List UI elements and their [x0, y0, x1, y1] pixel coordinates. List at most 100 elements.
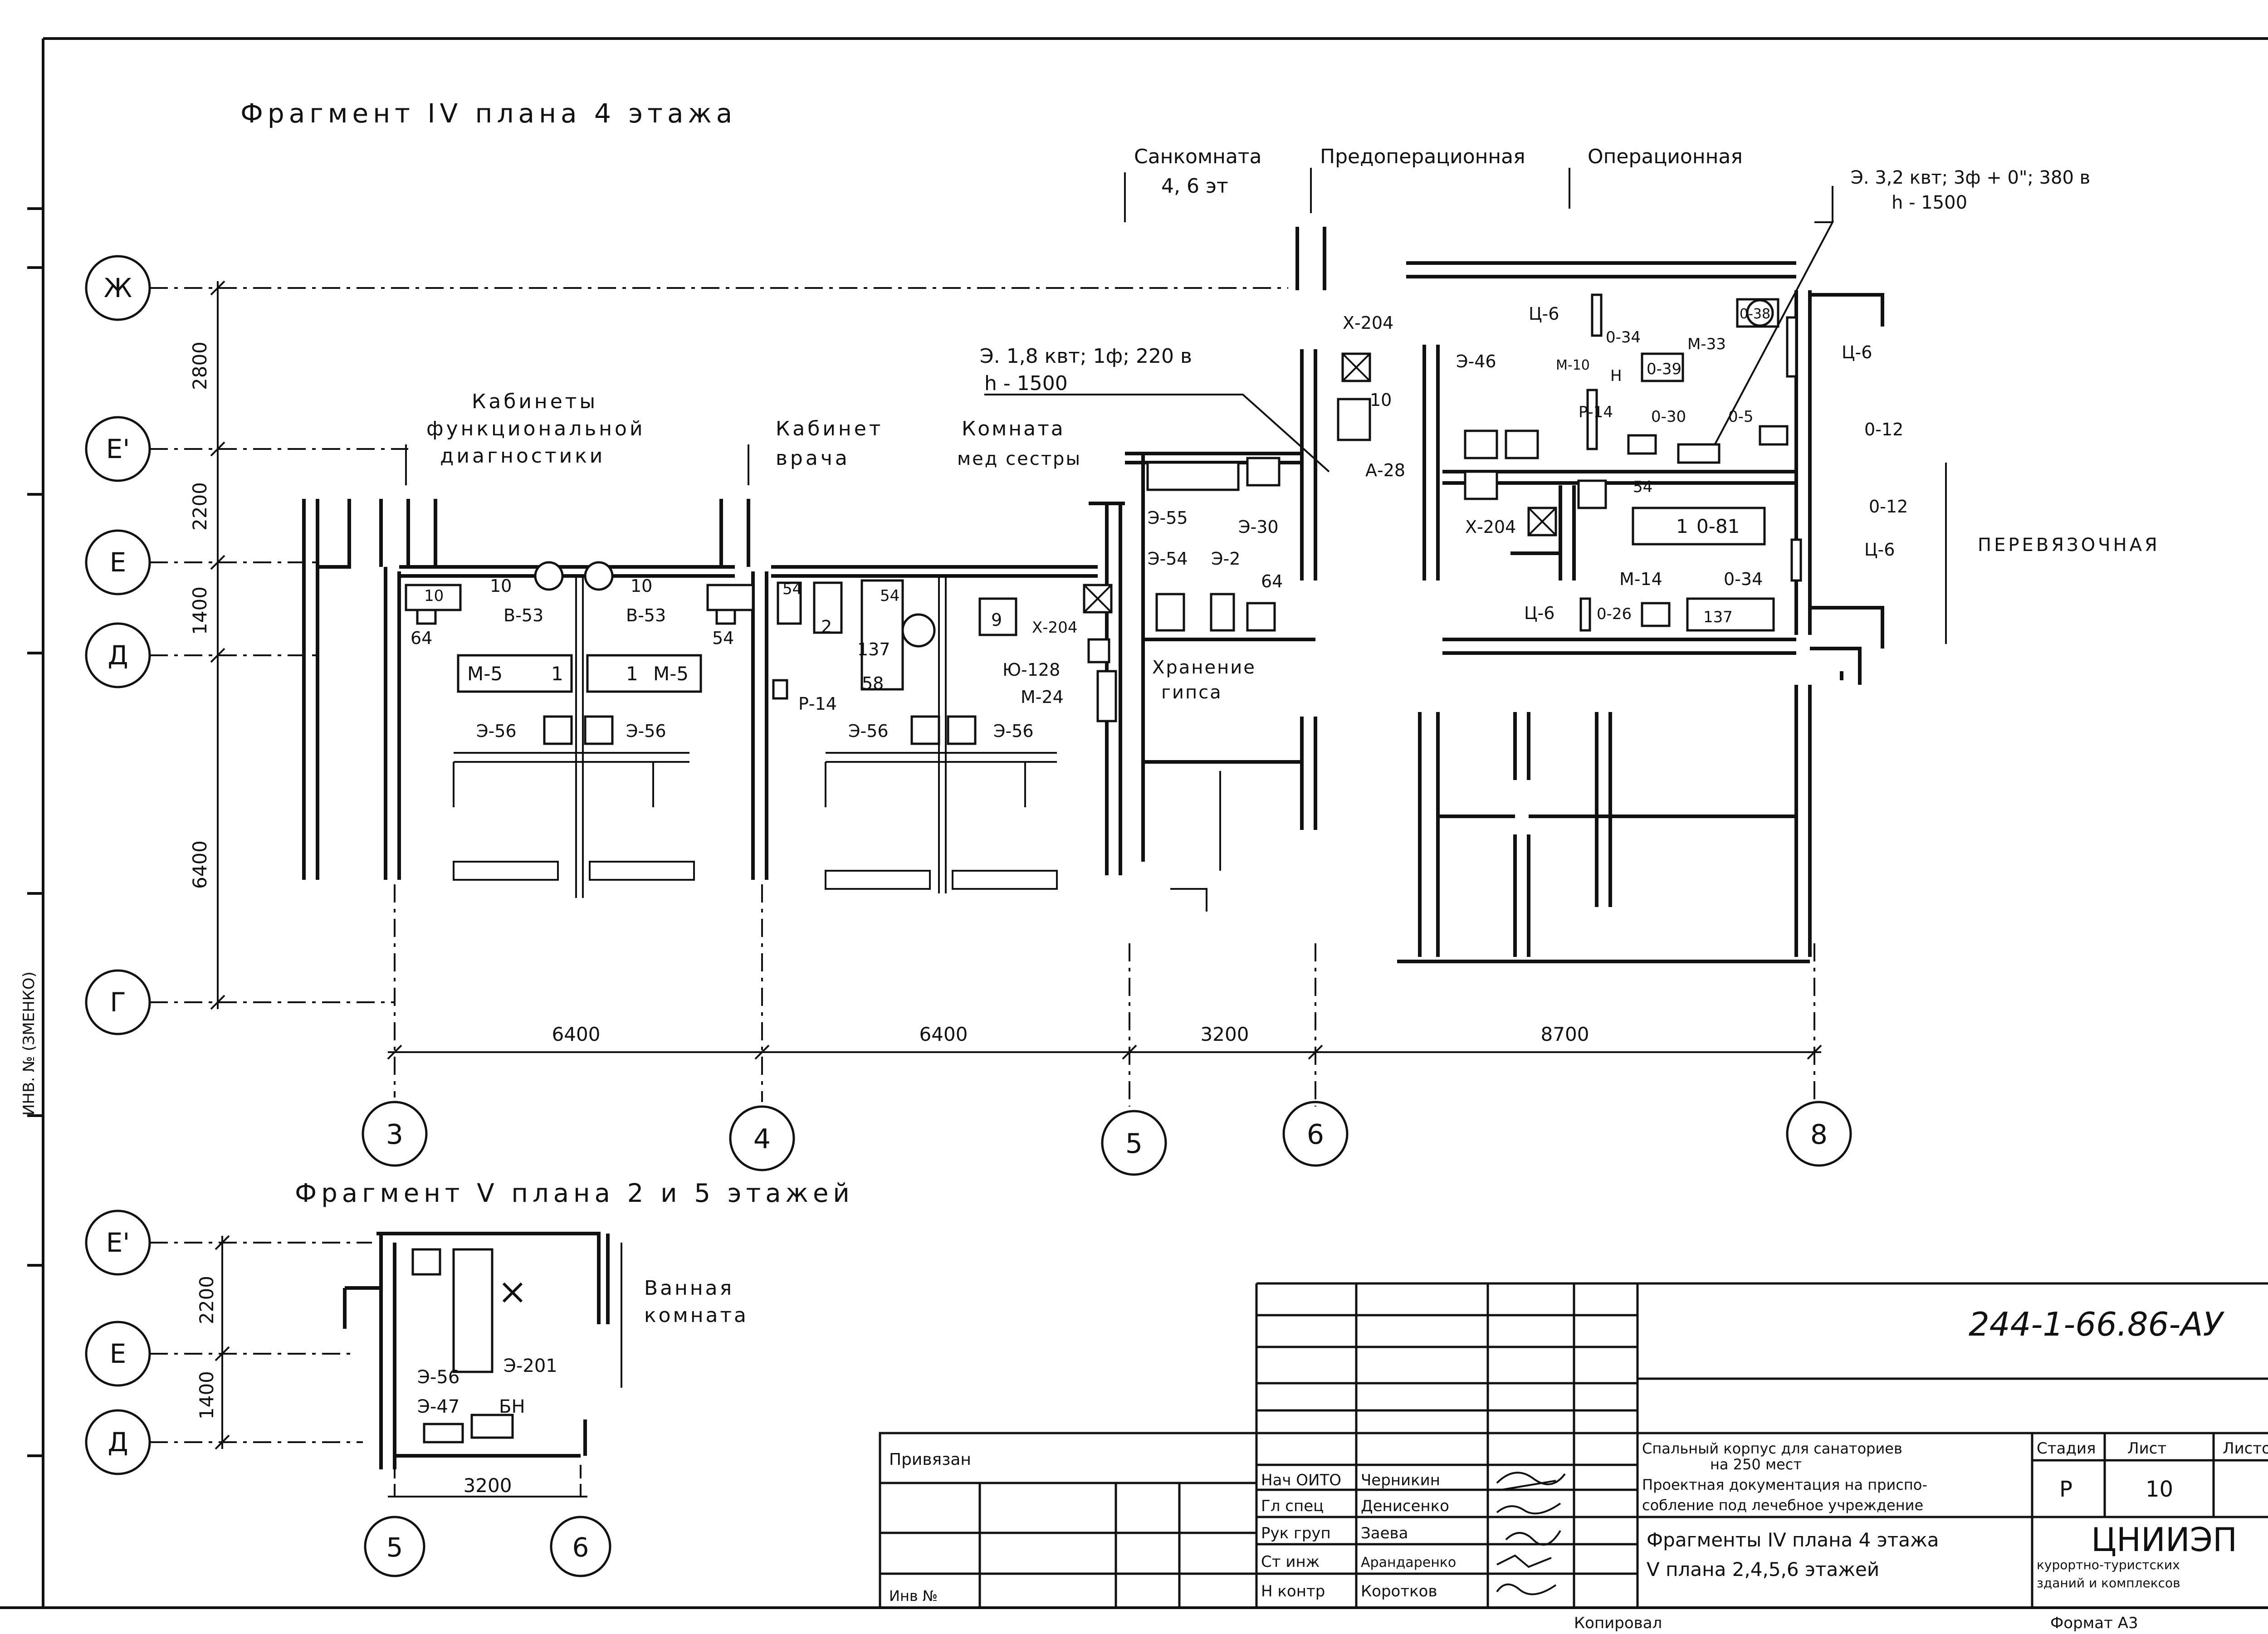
axis-row-e1: Е'	[106, 434, 130, 464]
org-name: ЦНИИЭП	[2091, 1521, 2237, 1559]
frag5-dimensions: 2200 1400 3200	[196, 1276, 512, 1497]
frag5-axis-d: Д	[108, 1427, 128, 1458]
frag5-dim-2200: 2200	[196, 1276, 218, 1324]
role-5: Н контр	[1261, 1582, 1325, 1600]
column-axes: 3 4 5 6 8	[362, 1101, 1852, 1176]
frag5-axis-5: 5	[386, 1532, 403, 1563]
room-vannaya-2: комната	[644, 1304, 748, 1327]
stage-value: Р	[2059, 1477, 2072, 1502]
frag5-axis-e1: Е'	[106, 1227, 130, 1258]
signatures	[1496, 1472, 1566, 1595]
room-gips-2: гипса	[1161, 682, 1222, 703]
room-vrach-2: врача	[776, 447, 850, 470]
frag4-title: Фрагмент IV плана 4 этажа	[240, 98, 737, 129]
eq-label: БН	[499, 1396, 525, 1417]
axis-col-8: 8	[1810, 1119, 1828, 1151]
room-preop: Предоперационная	[1320, 145, 1525, 168]
axis-row-zh: Ж	[104, 273, 132, 303]
sheet-value: 10	[2146, 1477, 2173, 1502]
power-note-1-line2: h - 1500	[984, 372, 1068, 395]
eq-label: Э-2	[1211, 549, 1240, 569]
eq-label: Р-14	[798, 694, 837, 714]
eq-label: Э-56	[993, 721, 1034, 741]
eq-label: Р-14	[1579, 403, 1613, 421]
dim-2800: 2800	[189, 341, 211, 390]
eq-label: М-5	[653, 663, 689, 685]
eq-label: 0-34	[1606, 328, 1641, 346]
equipment-labels: 10 64 В-53 10 В-53 10 54 М-5 1 1 М-5 Э-5…	[411, 304, 1908, 741]
frag5-col-axes: 5 6	[364, 1516, 611, 1577]
sheet-header: Лист	[2127, 1439, 2166, 1458]
eq-label: 10	[631, 576, 652, 596]
axis-col-3: 3	[386, 1119, 403, 1151]
plan-walls	[302, 227, 1884, 963]
eq-label: 1	[551, 663, 563, 685]
eq-label: 54	[712, 628, 734, 648]
eq-label: Э-56	[417, 1367, 459, 1388]
eq-label: Э-56	[476, 721, 517, 741]
eq-label: В-53	[626, 605, 666, 625]
eq-label: 0-12	[1864, 419, 1903, 439]
eq-label: 0-38	[1740, 306, 1770, 322]
eq-label: Х-204	[1343, 313, 1393, 333]
side-stamp: ИНВ. № (ЗМЕНКО)	[20, 971, 38, 1116]
eq-label: 64	[1261, 571, 1283, 591]
room-vannaya-1: Ванная	[644, 1277, 734, 1300]
frag5-dim-3200: 3200	[464, 1474, 512, 1497]
eq-label: Э-54	[1148, 549, 1188, 569]
format: Формат А3	[2050, 1614, 2138, 1632]
project-line-1: Спальный корпус для санаториев	[1642, 1440, 1902, 1457]
eq-label: 10	[1370, 390, 1392, 410]
room-labels: Санкомната 4, 6 эт Предоперационная Опер…	[405, 145, 2157, 703]
eq-label: Х-204	[1465, 517, 1516, 537]
eq-label: 54	[782, 580, 802, 598]
sheet-title-1: Фрагменты IV плана 4 этажа	[1647, 1529, 1939, 1551]
name-5: Коротков	[1361, 1582, 1437, 1600]
eq-label: Ц-6	[1529, 304, 1559, 324]
eq-label: 54	[1633, 478, 1652, 496]
org-sub-2: зданий и комплексов	[2037, 1575, 2180, 1590]
eq-label: Ц-6	[1524, 603, 1554, 623]
frag5-axis-6: 6	[572, 1532, 589, 1563]
name-3: Заева	[1361, 1524, 1408, 1542]
eq-label: Ю-128	[1002, 660, 1060, 680]
eq-label: 137	[857, 639, 890, 659]
dim-col-6400b: 6400	[919, 1023, 968, 1045]
axis-row-g: Г	[110, 987, 126, 1018]
equipment-symbols	[405, 293, 1802, 745]
eq-label: 10	[424, 587, 444, 605]
project-line-2: на 250 мест	[1710, 1456, 1802, 1473]
eq-label: Э-55	[1148, 508, 1188, 528]
power-note-2-line1: Э. 3,2 квт; 3ф + 0"; 380 в	[1851, 167, 2090, 188]
eq-label: Н	[1610, 367, 1622, 385]
frag5-axis-e: Е	[110, 1338, 127, 1369]
eq-label: 10	[490, 576, 512, 596]
frag5-title: Фрагмент V плана 2 и 5 этажей	[295, 1179, 854, 1208]
axis-row-d: Д	[108, 640, 128, 671]
eq-label: 9	[991, 610, 1002, 630]
privyazan: Привязан	[889, 1450, 971, 1469]
room-kabinety-2: функциональной	[426, 417, 645, 440]
frag5-walls	[343, 1232, 610, 1469]
frag5-row-axes: Е' Е Д	[85, 1210, 151, 1475]
row-axes: Ж Е' Е Д Г	[85, 255, 151, 1035]
power-note-1-line1: Э. 1,8 квт; 1ф; 220 в	[980, 345, 1192, 368]
eq-label: Х-204	[1032, 619, 1077, 637]
eq-label: 1	[1676, 515, 1688, 537]
room-medsestra-1: Комната	[962, 417, 1065, 440]
eq-label: Ц-6	[1842, 342, 1872, 362]
power-note-2-line2: h - 1500	[1892, 192, 1967, 213]
name-4: Арандаренко	[1361, 1555, 1456, 1571]
room-medsestra-2: мед сестры	[957, 449, 1081, 469]
eq-label: 0-81	[1696, 515, 1740, 537]
power-notes: Э. 1,8 квт; 1ф; 220 в h - 1500 Э. 3,2 кв…	[980, 167, 2090, 473]
eq-label: А-28	[1365, 460, 1405, 480]
dim-2200: 2200	[189, 482, 211, 531]
project-line-3: Проектная документация на приспо-	[1642, 1476, 1927, 1493]
stage-header: Стадия	[2037, 1439, 2096, 1458]
dim-col-3200: 3200	[1201, 1023, 1249, 1045]
name-2: Денисенко	[1361, 1497, 1449, 1515]
dim-1400: 1400	[189, 586, 211, 635]
eq-label: Э-201	[503, 1356, 557, 1376]
eq-label: 0-5	[1728, 408, 1754, 426]
